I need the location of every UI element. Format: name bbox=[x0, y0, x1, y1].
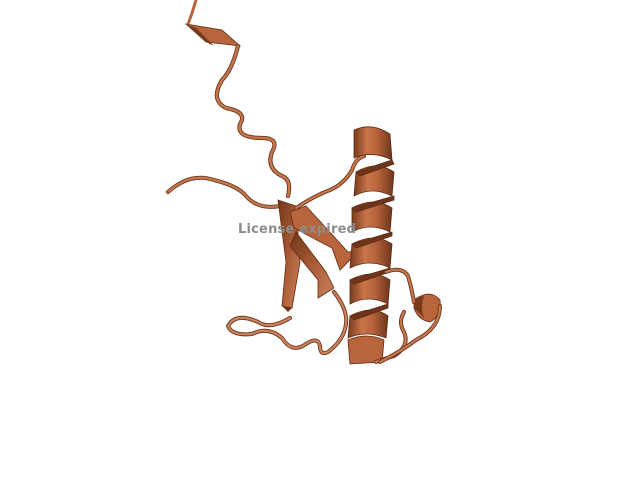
loop-bottom bbox=[225, 290, 349, 356]
loop-left bbox=[166, 175, 282, 209]
sheet-strand-b bbox=[289, 205, 362, 299]
helix-main bbox=[347, 126, 395, 365]
helix-top bbox=[184, 0, 242, 47]
loop-lower bbox=[374, 267, 442, 364]
loop-upper bbox=[214, 43, 292, 199]
loop-mid bbox=[294, 154, 366, 210]
helix-right bbox=[413, 293, 441, 323]
